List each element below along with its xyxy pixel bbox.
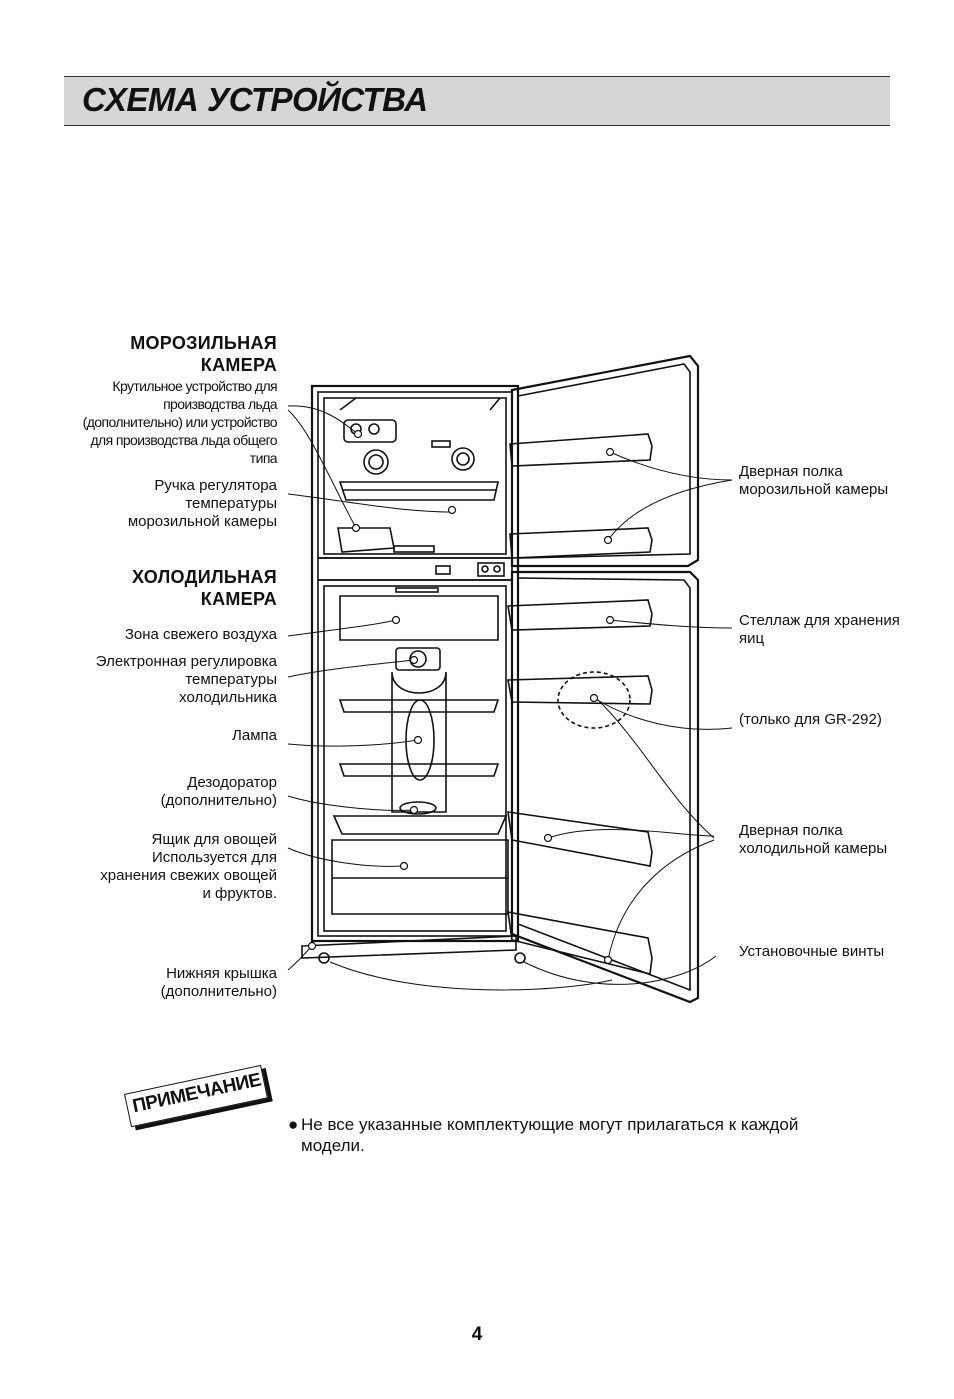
bottom-cover-line: Нижняя крышка: [166, 965, 277, 982]
ice-maker-line: для производства льда общего: [90, 432, 277, 448]
lamp-line: Лампа: [232, 727, 277, 744]
egg-rack-line: яиц: [739, 630, 765, 647]
deodorizer-label: Дезодоратор (дополнительно): [40, 774, 277, 810]
bottom-cover-label: Нижняя крышка (дополнительно): [40, 965, 277, 1001]
deodorizer-line: Дезодоратор: [187, 774, 277, 791]
fresh-zone-label: Зона свежего воздуха: [40, 626, 277, 644]
bullet-icon: ●: [288, 1115, 299, 1134]
electronic-control-line: температуры: [185, 671, 277, 688]
page-title: СХЕМА УСТРОЙСТВА: [82, 81, 428, 118]
fresh-zone-line: Зона свежего воздуха: [124, 626, 277, 643]
deodorizer-line: (дополнительно): [160, 792, 277, 809]
freezer-heading: МОРОЗИЛЬНАЯ КАМЕРА: [80, 332, 277, 376]
freezer-door-shelf-line: Дверная полка: [739, 463, 843, 480]
lamp-label: Лампа: [40, 727, 277, 745]
freezer-temp-knob-label: Ручка регулятора температуры морозильной…: [60, 477, 277, 531]
temp-knob-line: морозильной камеры: [127, 513, 277, 530]
ice-maker-line: производства льда: [163, 396, 278, 412]
ice-maker-line: (дополнительно) или устройство: [82, 414, 278, 430]
freezer-door-shelf-label: Дверная полка морозильной камеры: [739, 463, 939, 499]
fridge-heading-line2: КАМЕРА: [200, 589, 277, 609]
crisper-line: Используется для: [152, 849, 277, 866]
temp-knob-line: температуры: [185, 495, 277, 512]
freezer-heading-line1: МОРОЗИЛЬНАЯ: [130, 333, 277, 353]
egg-rack-label: Стеллаж для хранения яиц: [739, 612, 939, 648]
gr292-line: (только для GR-292): [739, 711, 882, 728]
crisper-line: хранения свежих овощей: [100, 867, 277, 884]
electronic-control-line: Электронная регулировка: [95, 653, 277, 670]
crisper-line: и фруктов.: [202, 885, 277, 902]
freezer-heading-line2: КАМЕРА: [200, 355, 277, 375]
egg-rack-line: Стеллаж для хранения: [739, 612, 900, 629]
freezer-door-shelf-line: морозильной камеры: [739, 481, 889, 498]
fridge-door-shelf-line: холодильной камеры: [739, 840, 888, 857]
note-text: ● Не все указанные комплектующие могут п…: [288, 1114, 848, 1156]
electronic-control-label: Электронная регулировка температуры холо…: [40, 653, 277, 707]
fridge-heading: ХОЛОДИЛЬНАЯ КАМЕРА: [80, 566, 277, 610]
crisper-line: Ящик для овощей: [151, 831, 277, 848]
ice-maker-label: Крутильное устройство для производства л…: [40, 377, 278, 467]
gr292-label: (только для GR-292): [739, 711, 939, 729]
page-number: 4: [471, 1324, 483, 1345]
ice-maker-line: типа: [249, 450, 278, 466]
leveling-screws-line: Установочные винты: [739, 943, 885, 960]
title-bar: СХЕМА УСТРОЙСТВА: [64, 76, 890, 126]
bottom-cover-line: (дополнительно): [160, 983, 277, 1000]
electronic-control-line: холодильника: [179, 689, 277, 706]
temp-knob-line: Ручка регулятора: [154, 477, 277, 494]
ice-maker-line: Крутильное устройство для: [112, 378, 277, 394]
fridge-door-shelf-line: Дверная полка: [739, 822, 843, 839]
note-body: Не все указанные комплектующие могут при…: [301, 1115, 799, 1155]
crisper-label: Ящик для овощей Используется для хранени…: [40, 831, 277, 903]
fridge-door-shelf-label: Дверная полка холодильной камеры: [739, 822, 939, 858]
fridge-heading-line1: ХОЛОДИЛЬНАЯ: [131, 567, 277, 587]
leveling-screws-label: Установочные винты: [739, 943, 939, 961]
